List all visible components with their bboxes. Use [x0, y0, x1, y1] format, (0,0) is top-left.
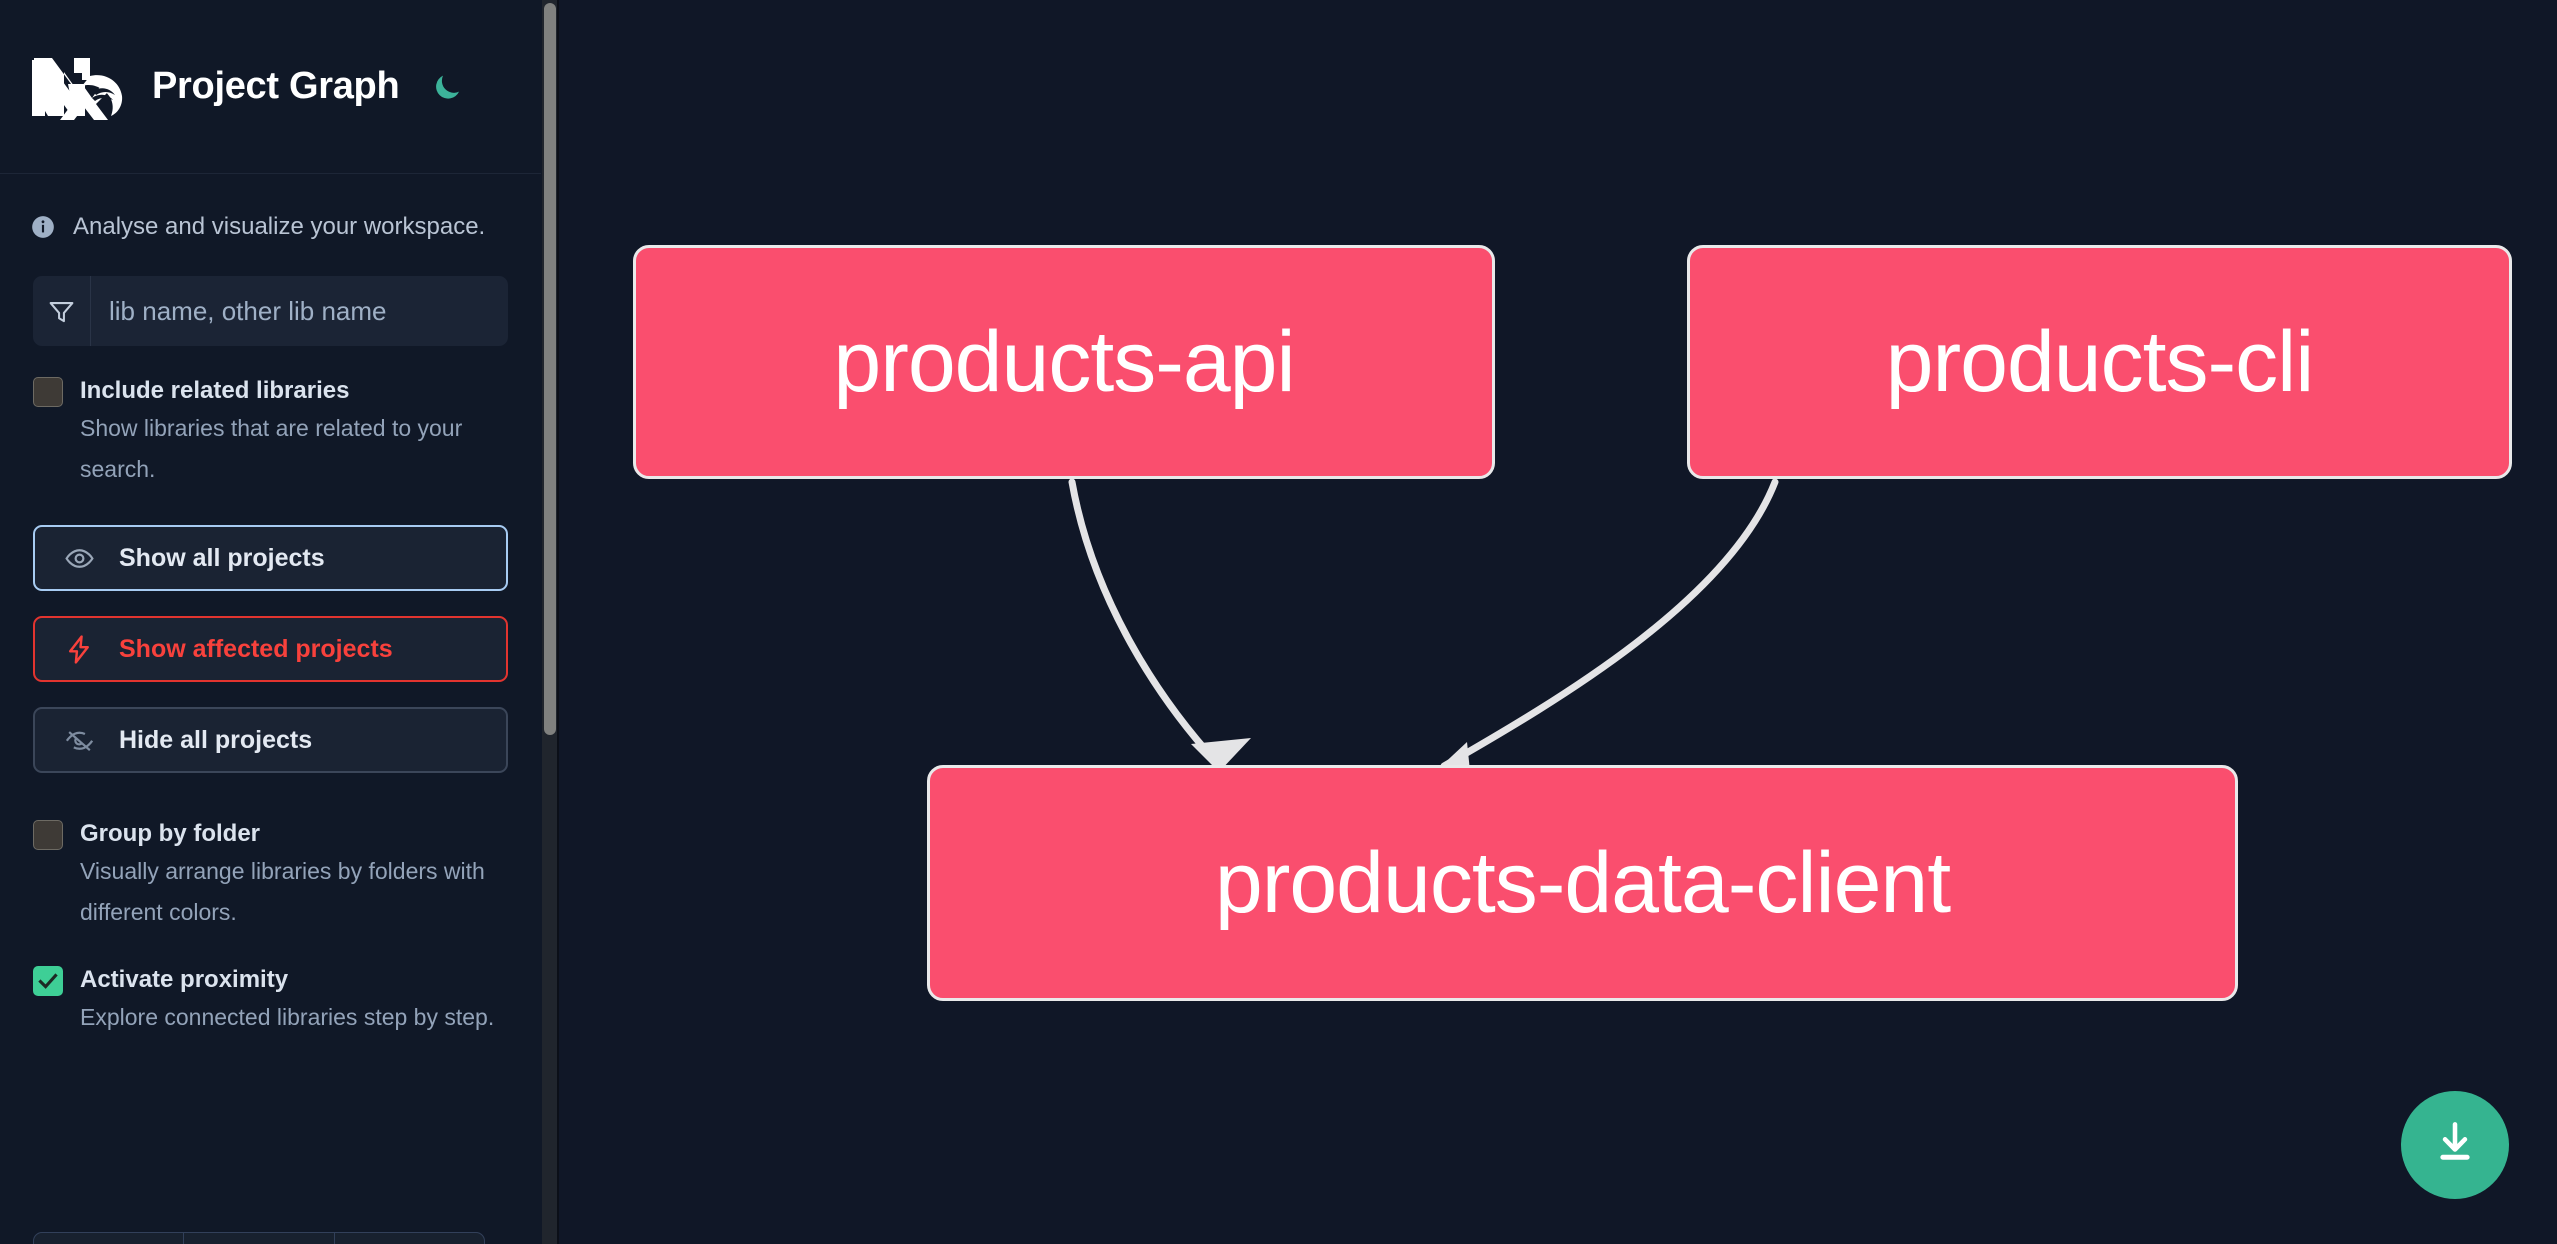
proximity-segment-1[interactable]: [34, 1233, 185, 1244]
graph-node-products-data-client[interactable]: products-data-client: [927, 765, 2238, 1001]
info-icon: [30, 214, 56, 240]
checkbox-label-group-by-folder[interactable]: Group by folder: [80, 820, 260, 847]
checkbox-label-activate-proximity[interactable]: Activate proximity: [80, 966, 289, 993]
sidebar-divider: [557, 0, 559, 1244]
show-affected-projects-label: Show affected projects: [119, 634, 393, 663]
proximity-segment-2[interactable]: [184, 1233, 335, 1244]
edge-products-api-to-data-client[interactable]: [1068, 478, 1251, 772]
checkbox-description-group-by-folder: Visually arrange libraries by folders wi…: [80, 858, 485, 925]
checkbox-label-include-related-libraries[interactable]: Include related libraries: [80, 377, 350, 404]
sidebar: Project Graph Analyse and visualize yo: [0, 0, 559, 1244]
eye-off-icon: [63, 724, 95, 756]
graph-node-products-cli[interactable]: products-cli: [1687, 245, 2512, 479]
sidebar-scrollbar-thumb[interactable]: [544, 3, 556, 735]
download-graph-button[interactable]: [2401, 1091, 2509, 1199]
search-box[interactable]: [33, 276, 508, 346]
nx-logo-icon: [30, 54, 126, 120]
app-title: Project Graph: [152, 65, 400, 107]
checkbox-group-by-folder[interactable]: [33, 820, 63, 850]
moon-icon[interactable]: [425, 65, 469, 109]
lightning-icon: [63, 633, 95, 665]
proximity-segmented-control[interactable]: [33, 1232, 485, 1244]
search-input[interactable]: [91, 276, 508, 346]
sidebar-scroll-area[interactable]: Project Graph Analyse and visualize yo: [0, 0, 559, 1244]
checkbox-description-activate-proximity: Explore connected libraries step by step…: [80, 1004, 495, 1030]
hide-all-projects-label: Hide all projects: [119, 725, 313, 754]
proximity-segment-3[interactable]: [335, 1233, 484, 1244]
action-button-group: Show all projects Show affected projects: [0, 525, 541, 773]
eye-icon: [63, 542, 95, 574]
graph-node-label: products-cli: [1885, 313, 2315, 410]
checkbox-description-include-related-libraries: Show libraries that are related to your …: [80, 415, 463, 482]
show-all-projects-button[interactable]: Show all projects: [33, 525, 508, 591]
download-icon: [2429, 1117, 2481, 1174]
edge-products-cli-to-data-client[interactable]: [1437, 478, 1779, 800]
tagline-text: Analyse and visualize your workspace.: [73, 213, 486, 240]
graph-node-products-api[interactable]: products-api: [633, 245, 1495, 479]
search-section: [0, 248, 541, 346]
checkbox-activate-proximity[interactable]: [33, 966, 63, 996]
checkbox-include-related-libraries[interactable]: [33, 377, 63, 407]
filter-funnel-icon[interactable]: [33, 276, 91, 346]
sidebar-scrollbar-track[interactable]: [542, 0, 559, 1244]
sidebar-tagline: Analyse and visualize your workspace.: [0, 174, 541, 248]
show-all-projects-label: Show all projects: [119, 543, 325, 572]
graph-node-label: products-data-client: [1214, 834, 1951, 931]
checkbox-row-group-by-folder[interactable]: Group by folder Visually arrange librari…: [0, 817, 541, 933]
checkbox-row-include-related-libraries[interactable]: Include related libraries Show libraries…: [0, 374, 541, 490]
checkbox-row-activate-proximity[interactable]: Activate proximity Explore connected lib…: [0, 963, 541, 1038]
graph-canvas[interactable]: products-api products-cli products-data-…: [559, 0, 2557, 1244]
graph-edges-layer: [1068, 478, 1779, 800]
sidebar-header: Project Graph: [0, 0, 541, 174]
show-affected-projects-button[interactable]: Show affected projects: [33, 616, 508, 682]
hide-all-projects-button[interactable]: Hide all projects: [33, 707, 508, 773]
graph-node-label: products-api: [833, 313, 1295, 410]
